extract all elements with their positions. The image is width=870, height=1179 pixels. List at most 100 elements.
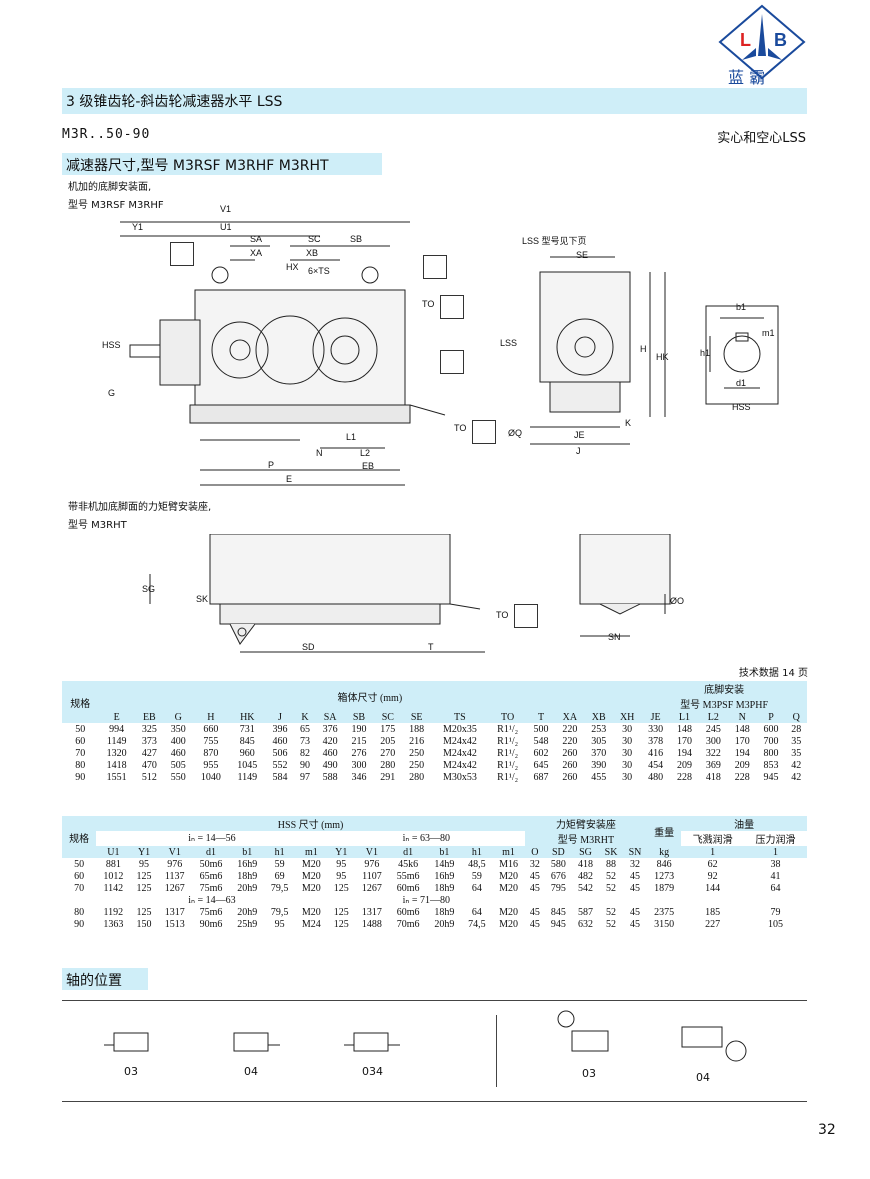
dim-label: J bbox=[576, 446, 581, 456]
table-cell: 1192 bbox=[103, 906, 124, 918]
table-cell: 194 bbox=[734, 747, 750, 759]
table-cell: 960 bbox=[239, 747, 255, 759]
table-cell: 1 bbox=[773, 846, 779, 858]
table-cell: 418 bbox=[578, 858, 593, 870]
table-cell: 250 bbox=[409, 759, 425, 771]
table-header: 力矩臂安装座 型号 M3RHT bbox=[524, 816, 647, 846]
breather-icon bbox=[423, 255, 447, 279]
table-cell: 35 bbox=[791, 735, 802, 747]
table-cell: 59 bbox=[274, 858, 285, 870]
table-cell: 125 bbox=[333, 918, 349, 930]
table-cell: XA bbox=[562, 711, 578, 723]
table-cell: 330 bbox=[648, 723, 664, 735]
dim-label: L1 bbox=[346, 432, 357, 442]
shaft-position-item: 03 bbox=[102, 1021, 162, 1078]
table-cell: 687 bbox=[533, 771, 549, 783]
dim-label: TO bbox=[422, 299, 435, 309]
table-cell: 976 bbox=[167, 858, 183, 870]
table-cell: T bbox=[537, 711, 545, 723]
table-cell: 148 bbox=[676, 723, 692, 735]
oil-level-icon bbox=[440, 350, 464, 374]
table-cell: V1 bbox=[168, 846, 181, 858]
table-cell: 216 bbox=[409, 735, 425, 747]
table-header: 重量 bbox=[647, 816, 682, 846]
section-dimensions-title: 减速器尺寸,型号 M3RSF M3RHF M3RHT bbox=[66, 158, 329, 174]
table-cell: b1 bbox=[439, 846, 450, 858]
table-cell: XH bbox=[619, 711, 635, 723]
table-cell: U1 bbox=[107, 846, 120, 858]
table-cell: h1 bbox=[274, 846, 285, 858]
table-cell: 95 bbox=[274, 918, 285, 930]
table-cell: 322 bbox=[705, 747, 721, 759]
table-cell: 1513 bbox=[164, 918, 185, 930]
table-cell: 75m6 bbox=[199, 882, 223, 894]
shaft-position-item: 03 bbox=[552, 1007, 622, 1080]
table-cell: 490 bbox=[322, 759, 338, 771]
table-cell: 228 bbox=[676, 771, 692, 783]
table-header: 油量 bbox=[681, 816, 807, 831]
dim-label: h1 bbox=[700, 348, 711, 358]
table-cell: M20 bbox=[499, 882, 518, 894]
table-cell: 170 bbox=[676, 735, 692, 747]
table-cell: 500 bbox=[533, 723, 549, 735]
table-cell: M20x35 bbox=[442, 723, 477, 735]
table-cell: 976 bbox=[364, 858, 380, 870]
table-cell: 45 bbox=[529, 882, 540, 894]
table-cell: SE bbox=[410, 711, 423, 723]
table-cell: 60m6 bbox=[396, 882, 420, 894]
table-cell: 800 bbox=[763, 747, 779, 759]
table-cell: J bbox=[278, 711, 282, 723]
table-cell: 1107 bbox=[362, 870, 382, 882]
oil-type: 压力润滑 bbox=[755, 835, 796, 846]
table-cell: 185 bbox=[705, 906, 721, 918]
table-cell: 1320 bbox=[106, 747, 127, 759]
table-cell: 125 bbox=[136, 882, 152, 894]
table-cell: 228 bbox=[734, 771, 750, 783]
table-cell: 480 bbox=[648, 771, 664, 783]
table-cell: 28 bbox=[791, 723, 802, 735]
table-cell: 95 bbox=[336, 858, 347, 870]
table-cell: SB bbox=[352, 711, 366, 723]
table-cell: 542 bbox=[578, 882, 593, 894]
torque-arm-front-view: SG SK SD T TO bbox=[140, 533, 550, 668]
table-cell: 52 bbox=[606, 882, 617, 894]
dim-label: XB bbox=[306, 248, 319, 258]
table-cell: 3150 bbox=[654, 918, 675, 930]
dim-label: H bbox=[640, 344, 647, 354]
dim-label: SC bbox=[308, 234, 321, 244]
table-cell: 955 bbox=[203, 759, 219, 771]
dim-label: LSS bbox=[500, 338, 518, 348]
dim-label: T bbox=[428, 642, 434, 652]
table-cell: M24x42 bbox=[442, 759, 477, 771]
table-cell: 870 bbox=[203, 747, 219, 759]
table-cell: 470 bbox=[141, 759, 157, 771]
dim-label: b1 bbox=[736, 302, 747, 312]
dim-label: d1 bbox=[736, 378, 747, 388]
shaft-position-panel: 03 04 034 03 04 bbox=[62, 1000, 807, 1102]
table-cell: 209 bbox=[676, 759, 692, 771]
table-cell: 62 bbox=[707, 858, 718, 870]
dim-label: HSS bbox=[102, 340, 121, 350]
table-cell: 1142 bbox=[103, 882, 124, 894]
table-cell: 660 bbox=[203, 723, 219, 735]
table-cell: 755 bbox=[203, 735, 219, 747]
table-cell: H bbox=[207, 711, 215, 723]
lss-note: LSS 型号见下页 bbox=[522, 236, 587, 246]
table-cell: 482 bbox=[578, 870, 593, 882]
table-cell: 260 bbox=[562, 759, 578, 771]
table-cell: 1149 bbox=[106, 735, 127, 747]
table-cell: 65m6 bbox=[199, 870, 223, 882]
table-header-label: 底脚安装 bbox=[704, 685, 745, 696]
table-cell: 346 bbox=[351, 771, 367, 783]
table-cell: HK bbox=[240, 711, 255, 723]
table-cell: Y1 bbox=[137, 846, 151, 858]
table-cell: 70 bbox=[75, 747, 86, 759]
table-cell: 253 bbox=[591, 723, 607, 735]
table-cell: 455 bbox=[591, 771, 607, 783]
table-cell: SG bbox=[579, 846, 592, 858]
table-cell: m1 bbox=[502, 846, 515, 858]
